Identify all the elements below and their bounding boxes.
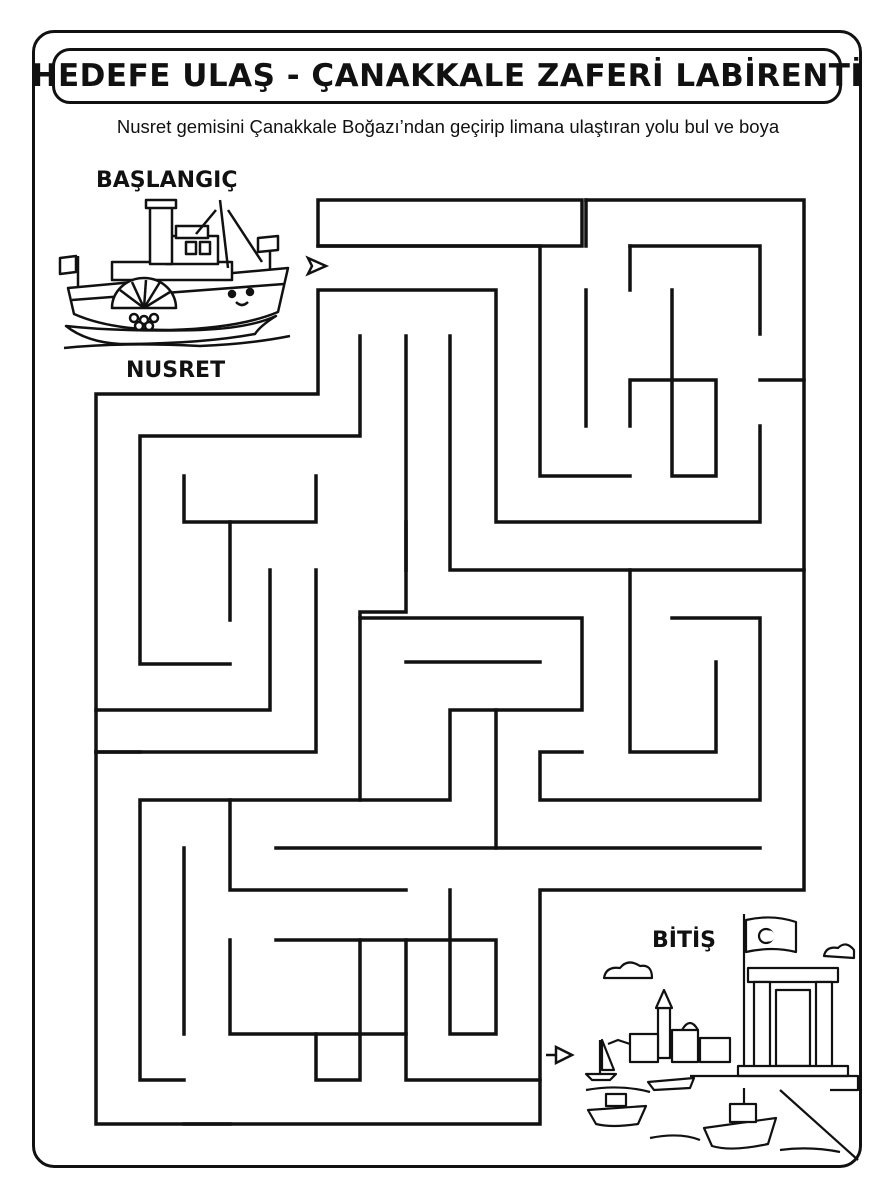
maze-wall xyxy=(316,198,584,248)
maze-wall xyxy=(316,244,632,478)
maze-wall xyxy=(94,568,318,754)
maze-wall xyxy=(448,334,806,572)
maze-wall xyxy=(358,520,408,802)
title-box: HEDEFE ULAŞ - ÇANAKKALE ZAFERİ LABİRENTİ xyxy=(32,48,862,104)
maze-wall xyxy=(274,708,498,850)
maze-walls[interactable] xyxy=(94,198,806,1126)
town-buildings xyxy=(607,988,732,1064)
start-arrow-icon xyxy=(305,255,330,277)
canakkale-martyrs-monument-icon xyxy=(736,966,850,1078)
harbor-scene xyxy=(584,914,860,1161)
turkish-flag-icon xyxy=(742,914,798,1070)
harbor-pier xyxy=(585,1074,860,1161)
maze-wall xyxy=(538,616,762,802)
maze-wall xyxy=(228,938,408,1036)
ship-name-label: NUSRET xyxy=(126,358,226,383)
finish-arrow-icon xyxy=(546,1044,575,1066)
paddle-steamer-ship-icon xyxy=(58,198,291,350)
maze-wall xyxy=(628,288,718,478)
maze-wall xyxy=(404,938,542,1082)
maze-wall xyxy=(628,244,762,336)
maze-wall xyxy=(228,798,408,892)
start-label: BAŞLANGIÇ xyxy=(96,168,238,193)
maze-wall xyxy=(274,888,498,1036)
page-frame xyxy=(32,30,862,1168)
maze-wall xyxy=(182,474,318,524)
finish-label: BİTİŞ xyxy=(652,928,716,953)
maze-wall xyxy=(138,616,584,1082)
maze-wall xyxy=(138,334,362,666)
sailboat-icon xyxy=(584,1038,618,1082)
maze-wall xyxy=(584,198,806,382)
maze-wall xyxy=(314,938,362,1082)
cloud-icon xyxy=(602,943,856,980)
page-title: HEDEFE ULAŞ - ÇANAKKALE ZAFERİ LABİRENTİ xyxy=(31,58,863,94)
maze-wall xyxy=(628,568,718,754)
maze-wall xyxy=(94,288,806,1126)
instructions: Nusret gemisini Çanakkale Boğazı’ndan ge… xyxy=(116,116,780,137)
maze-wall xyxy=(94,568,272,712)
fishing-boat-icon xyxy=(586,1076,778,1150)
